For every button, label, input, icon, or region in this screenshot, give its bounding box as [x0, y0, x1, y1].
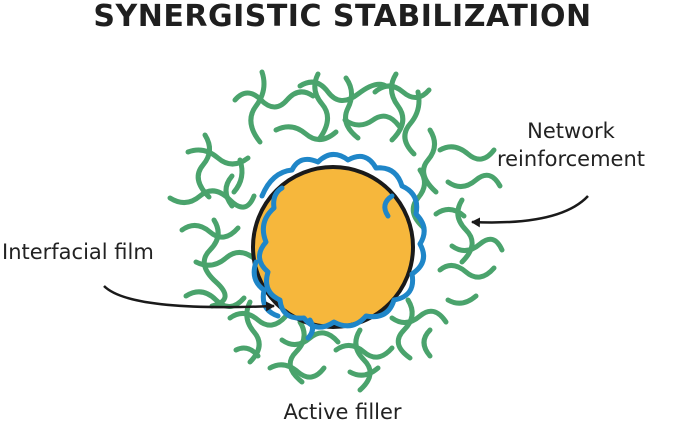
network-reinforcement-label: Network reinforcement [466, 117, 676, 173]
interfacial-film-tail [308, 320, 313, 338]
interfacial-film-label: Interfacial film [2, 238, 154, 266]
network-reinforcement-arrow [472, 196, 588, 222]
active-filler-label: Active filler [0, 398, 685, 426]
network-label-line1: Network [466, 117, 676, 145]
network-label-line2: reinforcement [466, 145, 676, 173]
